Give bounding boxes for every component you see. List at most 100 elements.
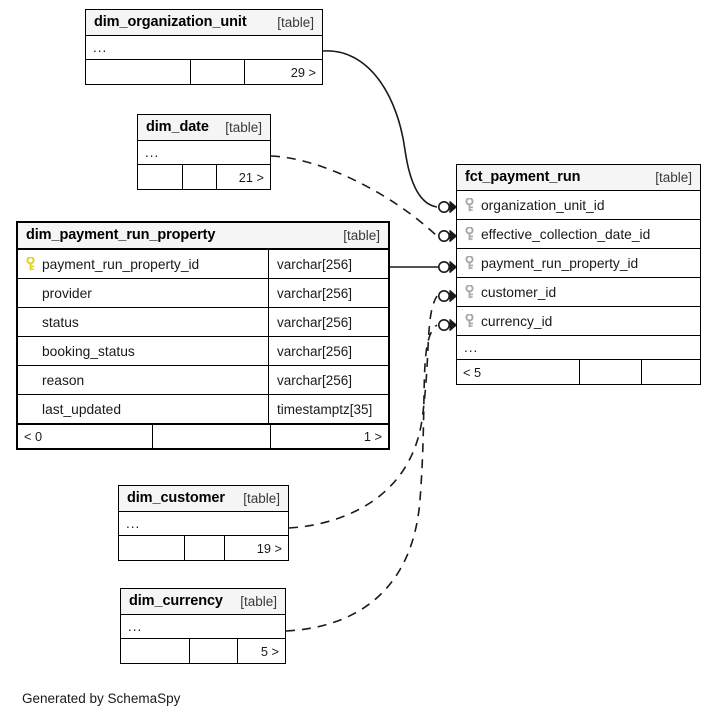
column-name-cell: last_updated xyxy=(18,395,268,423)
column-label: last_updated xyxy=(42,401,122,417)
footer-parent-count: < 5 xyxy=(463,364,482,380)
collapsed-columns-indicator: ... xyxy=(119,512,288,536)
column-name-cell: effective_collection_date_id xyxy=(457,220,700,248)
no-key-icon xyxy=(25,315,36,329)
footer-parent-count xyxy=(119,536,184,560)
footer-middle xyxy=(184,536,224,560)
column-label: customer_id xyxy=(481,284,557,300)
column-label: effective_collection_date_id xyxy=(481,226,651,242)
table-footer: 19 > xyxy=(119,536,288,560)
column-type: varchar[256] xyxy=(268,337,388,365)
table-type-tag: [table] xyxy=(343,227,380,243)
collapsed-columns-indicator: ... xyxy=(457,336,700,360)
table-row[interactable]: reason varchar[256] xyxy=(18,366,388,395)
footer-middle xyxy=(152,425,270,448)
column-name-cell: provider xyxy=(18,279,268,307)
footer-parent-count: < 0 xyxy=(24,429,43,444)
table-row[interactable]: status varchar[256] xyxy=(18,308,388,337)
footer-middle xyxy=(189,639,237,663)
table-footer: < 0 1 > xyxy=(18,424,388,448)
table-row[interactable]: organization_unit_id xyxy=(457,191,700,220)
column-name-cell: payment_run_property_id xyxy=(18,250,268,278)
column-name-cell: payment_run_property_id xyxy=(457,249,700,277)
table-row[interactable]: provider varchar[256] xyxy=(18,279,388,308)
footer-child-count: 19 > xyxy=(224,536,288,560)
table-dim-payment-run-property[interactable]: dim_payment_run_property [table] payment… xyxy=(16,221,390,450)
foreign-key-icon xyxy=(464,198,475,212)
table-title: dim_currency xyxy=(129,593,223,609)
collapsed-columns-indicator: ... xyxy=(86,36,322,60)
table-dim-organization-unit[interactable]: dim_organization_unit [table] ... 29 > xyxy=(85,9,323,85)
table-type-tag: [table] xyxy=(277,14,314,30)
collapsed-columns-indicator: ... xyxy=(138,141,270,165)
column-label: reason xyxy=(42,372,85,388)
table-row[interactable]: payment_run_property_id xyxy=(457,249,700,278)
table-header: fct_payment_run [table] xyxy=(457,165,700,191)
table-type-tag: [table] xyxy=(243,490,280,506)
no-key-icon xyxy=(25,402,36,416)
foreign-key-icon xyxy=(464,256,475,270)
table-title: dim_customer xyxy=(127,490,225,506)
table-footer: < 5 xyxy=(457,360,700,384)
table-row[interactable]: booking_status varchar[256] xyxy=(18,337,388,366)
no-key-icon xyxy=(25,344,36,358)
crowsfoot-payment-run-property-id xyxy=(437,260,457,274)
table-fct-payment-run[interactable]: fct_payment_run [table] organization_uni… xyxy=(456,164,701,385)
table-row[interactable]: currency_id xyxy=(457,307,700,336)
column-label: provider xyxy=(42,285,92,301)
table-footer: 5 > xyxy=(121,639,285,663)
footer-middle xyxy=(579,360,641,384)
table-row[interactable]: last_updated timestamptz[35] xyxy=(18,395,388,424)
footer-child-count xyxy=(641,360,700,384)
column-type: varchar[256] xyxy=(268,279,388,307)
footer-child-count: 21 > xyxy=(216,165,270,189)
table-footer: 21 > xyxy=(138,165,270,189)
table-row[interactable]: effective_collection_date_id xyxy=(457,220,700,249)
column-name-cell: reason xyxy=(18,366,268,394)
footer-child-count: 5 > xyxy=(237,639,285,663)
table-header: dim_payment_run_property [table] xyxy=(18,223,388,250)
column-label: payment_run_property_id xyxy=(42,256,200,272)
table-dim-currency[interactable]: dim_currency [table] ... 5 > xyxy=(120,588,286,664)
table-header: dim_currency [table] xyxy=(121,589,285,615)
crowsfoot-organization-unit-id xyxy=(437,200,457,214)
column-type: varchar[256] xyxy=(268,366,388,394)
crowsfoot-endpoints xyxy=(437,200,457,332)
primary-key-icon xyxy=(25,257,36,271)
table-type-tag: [table] xyxy=(225,119,262,135)
column-label: organization_unit_id xyxy=(481,197,605,213)
footer-middle xyxy=(182,165,216,189)
collapsed-columns-indicator: ... xyxy=(121,615,285,639)
table-header: dim_date [table] xyxy=(138,115,270,141)
footer-child-count: 1 > xyxy=(270,425,388,448)
table-title: dim_payment_run_property xyxy=(26,227,216,243)
table-title: dim_date xyxy=(146,119,209,135)
edge-organization-unit xyxy=(322,50,438,208)
column-type: varchar[256] xyxy=(268,308,388,336)
no-key-icon xyxy=(25,373,36,387)
footer-middle xyxy=(190,60,244,84)
table-row[interactable]: customer_id xyxy=(457,278,700,307)
column-label: currency_id xyxy=(481,313,553,329)
no-key-icon xyxy=(25,286,36,300)
table-dim-date[interactable]: dim_date [table] ... 21 > xyxy=(137,114,271,190)
table-dim-customer[interactable]: dim_customer [table] ... 19 > xyxy=(118,485,289,561)
column-name-cell: status xyxy=(18,308,268,336)
footer-child-count: 29 > xyxy=(244,60,322,84)
column-type: timestamptz[35] xyxy=(268,395,388,423)
foreign-key-icon xyxy=(464,285,475,299)
table-header: dim_customer [table] xyxy=(119,486,288,512)
table-type-tag: [table] xyxy=(655,169,692,185)
footer-parent-count xyxy=(86,60,190,84)
crowsfoot-effective-collection-date-id xyxy=(437,229,457,243)
table-row[interactable]: payment_run_property_id varchar[256] xyxy=(18,250,388,279)
column-label: status xyxy=(42,314,79,330)
table-title: dim_organization_unit xyxy=(94,14,247,30)
crowsfoot-currency-id xyxy=(437,318,457,332)
column-name-cell: customer_id xyxy=(457,278,700,306)
column-name-cell: currency_id xyxy=(457,307,700,335)
table-header: dim_organization_unit [table] xyxy=(86,10,322,36)
generated-by-note: Generated by SchemaSpy xyxy=(22,691,181,706)
footer-parent-count xyxy=(121,639,189,663)
